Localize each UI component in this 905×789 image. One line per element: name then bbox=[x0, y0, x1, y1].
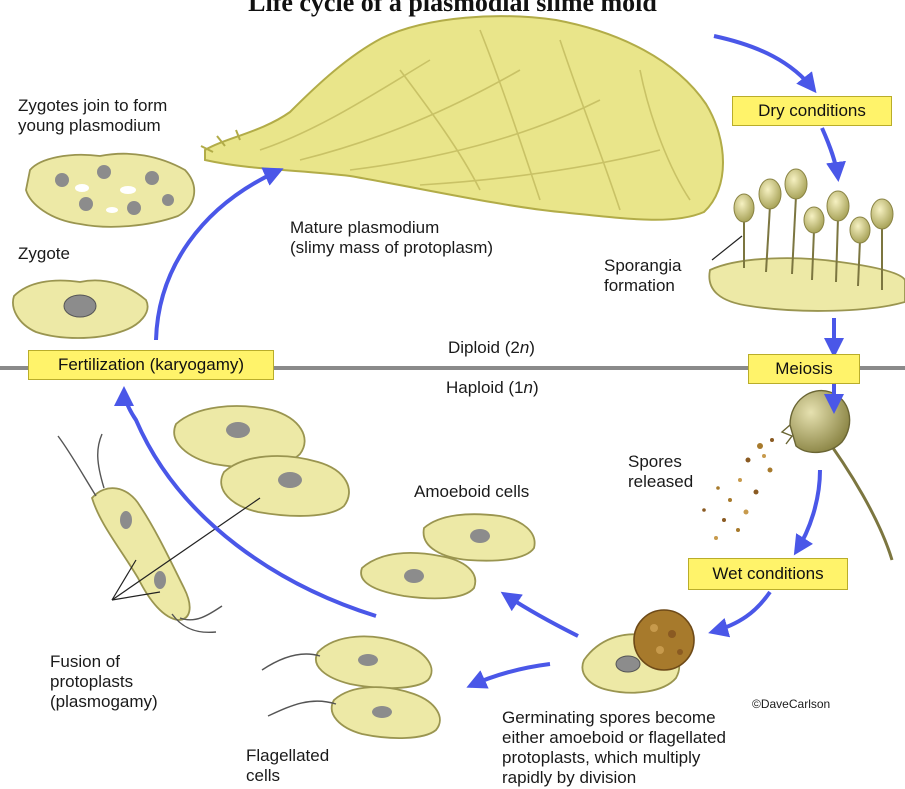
young-plasmodium-label: Zygotes join to form young plasmodium bbox=[18, 96, 167, 136]
arrow-to-sporangia bbox=[822, 128, 838, 178]
dry-conditions-box: Dry conditions bbox=[732, 96, 892, 126]
amoeboid-cells-label: Amoeboid cells bbox=[414, 482, 529, 502]
spore-capsule-art bbox=[702, 391, 892, 560]
haploid-label: Haploid (1n) bbox=[446, 378, 539, 398]
arrow-to-germination bbox=[712, 592, 770, 632]
sporangia-label: Sporangia formation bbox=[604, 256, 682, 296]
germinating-spores-label: Germinating spores become either amoeboi… bbox=[502, 708, 726, 788]
fusion-label: Fusion of protoplasts (plasmogamy) bbox=[50, 652, 158, 712]
flagellated-cells-label: Flagellated cells bbox=[246, 746, 329, 786]
amoeboid-cells-art bbox=[361, 514, 535, 598]
arrow-to-wet-conditions bbox=[796, 470, 820, 552]
zygote-label: Zygote bbox=[18, 244, 70, 264]
flagellated-cells-art bbox=[262, 636, 440, 738]
arrow-to-flagellated bbox=[470, 664, 550, 686]
spores-released-label: Spores released bbox=[628, 452, 693, 492]
germinating-spore-art bbox=[582, 610, 694, 693]
sporangia-art bbox=[709, 169, 905, 311]
credit-label: ©DaveCarlson bbox=[752, 694, 830, 714]
arrow-dry-conditions bbox=[714, 36, 814, 90]
diploid-label: Diploid (2n) bbox=[448, 338, 535, 358]
meiosis-box: Meiosis bbox=[748, 354, 860, 384]
mature-plasmodium-art bbox=[201, 16, 723, 220]
fertilization-box: Fertilization (karyogamy) bbox=[28, 350, 274, 380]
wet-conditions-box: Wet conditions bbox=[688, 558, 848, 590]
zygote-art bbox=[13, 280, 148, 338]
arrow-to-amoeboid bbox=[504, 594, 578, 636]
young-plasmodium-art bbox=[26, 154, 194, 227]
mature-plasmodium-label: Mature plasmodium (slimy mass of protopl… bbox=[290, 218, 493, 258]
